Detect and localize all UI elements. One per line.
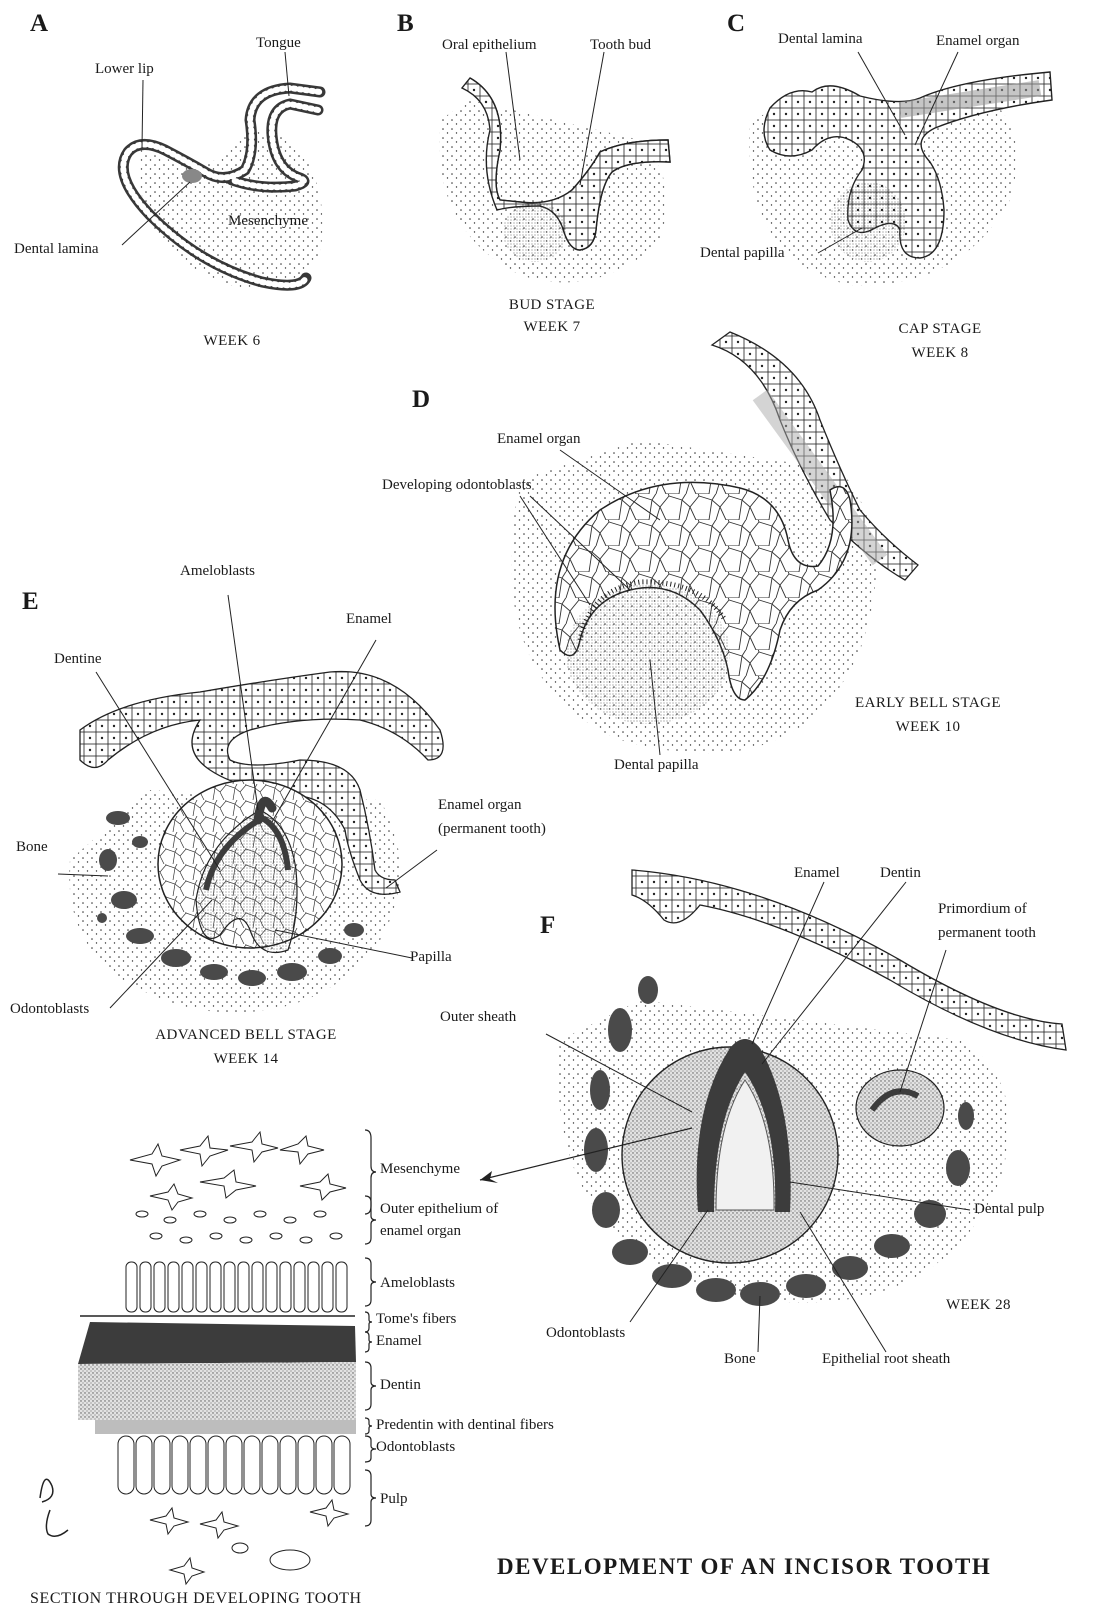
label-ameloblasts-e: Ameloblasts: [180, 562, 255, 580]
section-label-tomes-fibers: Tome's fibers: [376, 1310, 456, 1328]
label-odontoblasts-f: Odontoblasts: [546, 1324, 625, 1342]
caption-b-line2: WEEK 7: [524, 318, 581, 336]
section-outer-epithelium: [136, 1211, 342, 1243]
label-epithelial-root-sheath: Epithelial root sheath: [822, 1350, 950, 1368]
label-enamel-organ-perm-2: (permanent tooth): [438, 820, 546, 838]
label-odontoblasts-e: Odontoblasts: [10, 1000, 89, 1018]
section-label-enamel: Enamel: [376, 1332, 422, 1350]
main-title: DEVELOPMENT OF AN INCISOR TOOTH: [497, 1558, 991, 1576]
caption-e-line1: ADVANCED BELL STAGE: [155, 1026, 336, 1044]
caption-a-line1: WEEK 6: [204, 332, 261, 350]
panel-a-drawing: [122, 52, 323, 289]
section-label-odontoblasts: Odontoblasts: [376, 1438, 455, 1456]
section-odontoblasts: [118, 1436, 350, 1494]
panel-a-letter: A: [30, 10, 48, 38]
section-layer-brackets: [365, 1130, 376, 1526]
caption-d-line2: WEEK 10: [896, 718, 961, 736]
section-label-dentin: Dentin: [380, 1376, 421, 1394]
section-label-ameloblasts: Ameloblasts: [380, 1274, 455, 1292]
section-mesenchyme-cells: [130, 1132, 346, 1210]
label-dental-lamina-c: Dental lamina: [778, 30, 863, 48]
section-ameloblasts: [126, 1262, 347, 1312]
signature-scribble: [40, 1479, 68, 1536]
label-bone-e: Bone: [16, 838, 48, 856]
panel-c-letter: C: [727, 10, 745, 38]
section-predentin: [95, 1420, 356, 1434]
caption-c-line2: WEEK 8: [912, 344, 969, 362]
label-bone-f: Bone: [724, 1350, 756, 1368]
panel-f-letter: F: [540, 912, 555, 940]
caption-d-line1: EARLY BELL STAGE: [855, 694, 1001, 712]
label-dental-papilla-c: Dental papilla: [700, 244, 785, 262]
label-lower-lip: Lower lip: [95, 60, 154, 78]
panel-b-drawing: [439, 52, 670, 282]
section-drawing: [40, 1130, 376, 1584]
panel-b-letter: B: [397, 10, 414, 38]
label-dentin-f: Dentin: [880, 864, 921, 882]
label-developing-odontoblasts: Developing odontoblasts: [382, 476, 532, 494]
section-enamel: [78, 1322, 356, 1364]
panel-d-letter: D: [412, 386, 430, 414]
section-label-outer-epithelium-1: Outer epithelium of: [380, 1200, 498, 1218]
panel-d-drawing: [511, 332, 918, 755]
panel-e-letter: E: [22, 588, 39, 616]
label-dentine: Dentine: [54, 650, 101, 668]
section-title: SECTION THROUGH DEVELOPING TOOTH: [30, 1590, 362, 1608]
section-label-mesenchyme: Mesenchyme: [380, 1160, 460, 1178]
label-enamel-organ-d: Enamel organ: [497, 430, 580, 448]
label-primordium-2: permanent tooth: [938, 924, 1036, 942]
label-papilla: Papilla: [410, 948, 452, 966]
caption-b-line1: BUD STAGE: [509, 296, 595, 314]
label-tongue: Tongue: [256, 34, 301, 52]
caption-f-line1: WEEK 28: [946, 1296, 1011, 1314]
label-oral-epithelium: Oral epithelium: [442, 36, 537, 54]
panel-e-drawing: [58, 595, 443, 1012]
section-label-predentin: Predentin with dentinal fibers: [376, 1416, 554, 1434]
label-dental-lamina-a: Dental lamina: [14, 240, 99, 258]
label-enamel-e: Enamel: [346, 610, 392, 628]
panel-f-drawing: [480, 870, 1066, 1352]
label-enamel-organ-perm-1: Enamel organ: [438, 796, 521, 814]
label-enamel-f: Enamel: [794, 864, 840, 882]
section-dentin: [78, 1362, 356, 1420]
label-enamel-organ-c: Enamel organ: [936, 32, 1019, 50]
section-label-pulp: Pulp: [380, 1490, 408, 1508]
label-primordium-1: Primordium of: [938, 900, 1027, 918]
label-outer-sheath: Outer sheath: [440, 1008, 516, 1026]
section-pulp-cells: [150, 1500, 348, 1584]
caption-e-line2: WEEK 14: [214, 1050, 279, 1068]
caption-c-line1: CAP STAGE: [898, 320, 981, 338]
label-dental-papilla-d: Dental papilla: [614, 756, 699, 774]
section-label-outer-epithelium-2: enamel organ: [380, 1222, 461, 1240]
label-dental-pulp: Dental pulp: [974, 1200, 1044, 1218]
label-mesenchyme: Mesenchyme: [228, 212, 308, 230]
label-tooth-bud: Tooth bud: [590, 36, 651, 54]
panel-c-drawing: [749, 52, 1052, 285]
